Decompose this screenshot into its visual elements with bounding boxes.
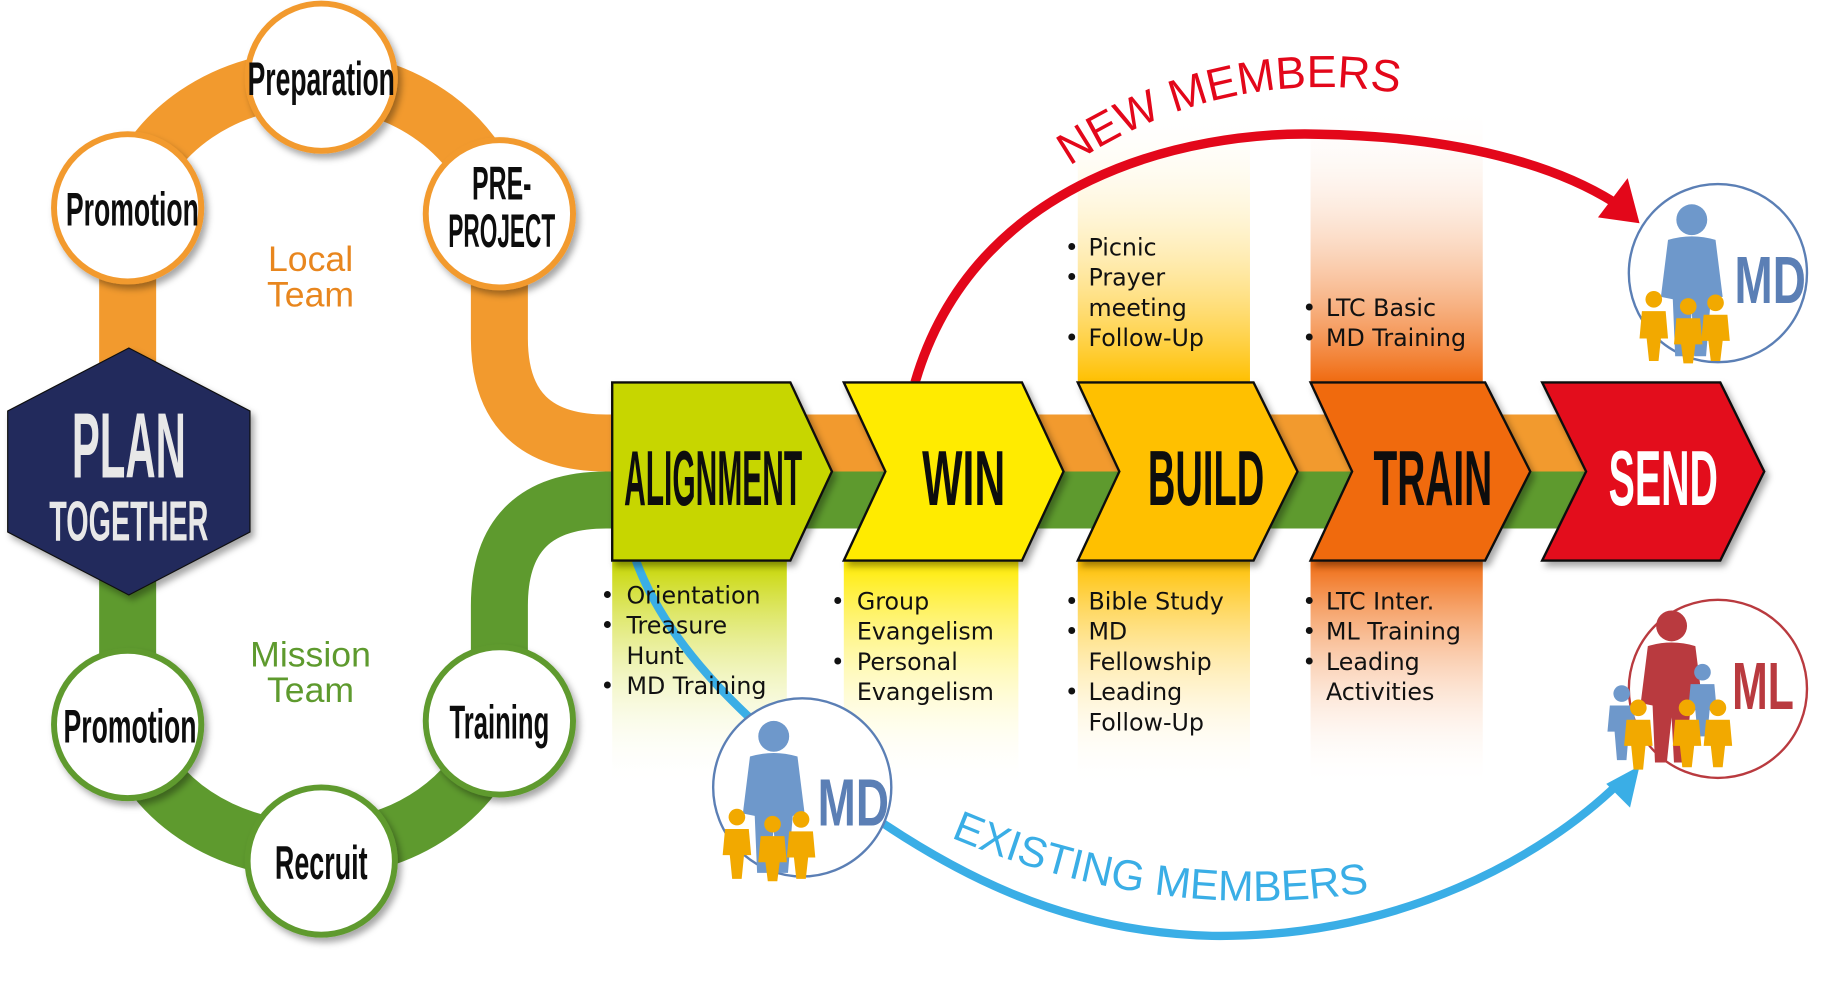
existing-members-arrowhead — [1606, 766, 1640, 808]
bullet-icon: • — [1065, 587, 1079, 615]
stage-bottom-item: Fellowship — [1088, 648, 1211, 676]
bullet-icon: • — [1302, 324, 1316, 352]
stage-bottom-item: Orientation — [626, 581, 760, 609]
bullet-icon: • — [1302, 294, 1316, 322]
md-badge-bottom: MD — [711, 697, 893, 882]
stage-send[interactable]: SEND — [1540, 381, 1766, 562]
bullet-icon: • — [1065, 678, 1079, 706]
stage-bottom-item: MD — [1088, 618, 1127, 646]
stage-top-item: meeting — [1088, 294, 1186, 322]
local-node-promotion-label: Promotion — [66, 184, 199, 237]
stage-bottom-item: Leading — [1088, 678, 1182, 706]
mission-node-training[interactable]: Training — [422, 644, 576, 798]
stage-train-label: TRAIN — [1373, 434, 1492, 522]
stage-bottom-item: Evangelism — [857, 678, 994, 706]
stage-alignment-label: ALIGNMENT — [624, 434, 802, 522]
stage-win[interactable]: WIN — [841, 381, 1065, 562]
local-team-label-2: Team — [267, 274, 354, 314]
stage-bottom-item: MD Training — [626, 672, 766, 700]
local-node-pre-project[interactable]: PRE- PROJECT — [422, 137, 576, 291]
bullet-icon: • — [1065, 233, 1079, 261]
mission-node-promotion-label: Promotion — [64, 700, 197, 753]
stage-bottom-item: Group — [857, 587, 929, 615]
stage-bottom-item: Follow-Up — [1088, 708, 1204, 736]
stage-bottom-item: Personal — [857, 648, 958, 676]
mission-team-label-1: Mission — [250, 634, 371, 674]
md-badge-top: MD — [1627, 182, 1809, 364]
people-group-icon — [1624, 699, 1733, 770]
stage-bottom-item: Evangelism — [857, 618, 994, 646]
local-team-label-1: Local — [268, 239, 353, 279]
stage-top-item: Picnic — [1088, 233, 1156, 261]
stage-win-label: WIN — [922, 434, 1005, 522]
local-node-preparation-label: Preparation — [248, 53, 395, 106]
plan-together-line1: PLAN — [72, 393, 186, 497]
local-node-pre-project-label-2: PROJECT — [448, 205, 555, 258]
people-group-icon — [722, 808, 816, 882]
new-members-flow: NEW MEMBERS — [910, 46, 1640, 384]
stage-bottom-item: Hunt — [626, 642, 683, 670]
bullet-icon: • — [1302, 648, 1316, 676]
bullet-icon: • — [831, 648, 845, 676]
helper-figures-icon — [1607, 663, 1717, 761]
local-node-preparation[interactable]: Preparation — [244, 0, 398, 154]
bullet-icon: • — [600, 672, 614, 700]
md-badge-bottom-label: MD — [818, 766, 889, 840]
stage-bottom-item: ML Training — [1326, 618, 1461, 646]
local-node-promotion[interactable]: Promotion — [51, 131, 205, 285]
stage-build[interactable]: BUILD — [1075, 381, 1299, 562]
stage-columns — [612, 106, 1483, 787]
ml-badge: ML — [1607, 598, 1809, 780]
local-node-pre-project-label-1: PRE- — [472, 158, 531, 211]
stage-bottom-item: Bible Study — [1088, 587, 1223, 615]
bullet-icon: • — [1065, 264, 1079, 292]
stage-alignment[interactable]: ALIGNMENT — [611, 381, 834, 562]
stage-top-item: MD Training — [1326, 324, 1466, 352]
stage-build-label: BUILD — [1148, 434, 1264, 522]
bullet-icon: • — [600, 612, 614, 640]
bullet-icon: • — [1065, 618, 1079, 646]
build-column-bottom — [1077, 560, 1250, 787]
mission-team-band — [99, 471, 1604, 879]
mission-node-recruit[interactable]: Recruit — [244, 784, 398, 938]
md-badge-top-label: MD — [1735, 244, 1806, 318]
plan-together-line2: TOGETHER — [49, 489, 208, 553]
new-members-arrowhead — [1597, 178, 1640, 224]
new-members-arrow — [910, 129, 1616, 384]
stage-bottom-item: Treasure — [625, 612, 727, 640]
stage-top-item: LTC Basic — [1326, 294, 1436, 322]
bullet-icon: • — [831, 587, 845, 615]
stage-top-item: Prayer — [1088, 264, 1165, 292]
stage-bottom-item: LTC Inter. — [1326, 587, 1434, 615]
stage-send-label: SEND — [1609, 434, 1718, 522]
mission-node-recruit-label: Recruit — [275, 837, 368, 890]
plan-together-hexagon: PLAN TOGETHER — [7, 347, 251, 596]
bullet-icon: • — [1065, 324, 1079, 352]
bullet-icon: • — [600, 581, 614, 609]
local-team-loop — [99, 50, 1604, 472]
ml-badge-label: ML — [1732, 650, 1794, 724]
mission-node-training-label: Training — [450, 697, 550, 750]
mission-node-promotion[interactable]: Promotion — [51, 647, 205, 802]
stage-train[interactable]: TRAIN — [1308, 381, 1532, 562]
stage-bottom-item: Leading — [1326, 648, 1420, 676]
train-column-top — [1310, 106, 1483, 383]
mission-team-loop — [99, 471, 1604, 879]
local-team-band — [99, 50, 1604, 472]
stage-bottom-item: Activities — [1326, 678, 1434, 706]
train-column-bottom — [1310, 560, 1483, 787]
people-group-icon — [1639, 290, 1730, 364]
mission-team-label-2: Team — [267, 670, 354, 710]
bullet-icon: • — [1302, 587, 1316, 615]
existing-members-arrow — [632, 559, 1622, 941]
stage-top-item: Follow-Up — [1088, 324, 1204, 352]
bullet-icon: • — [1302, 618, 1316, 646]
